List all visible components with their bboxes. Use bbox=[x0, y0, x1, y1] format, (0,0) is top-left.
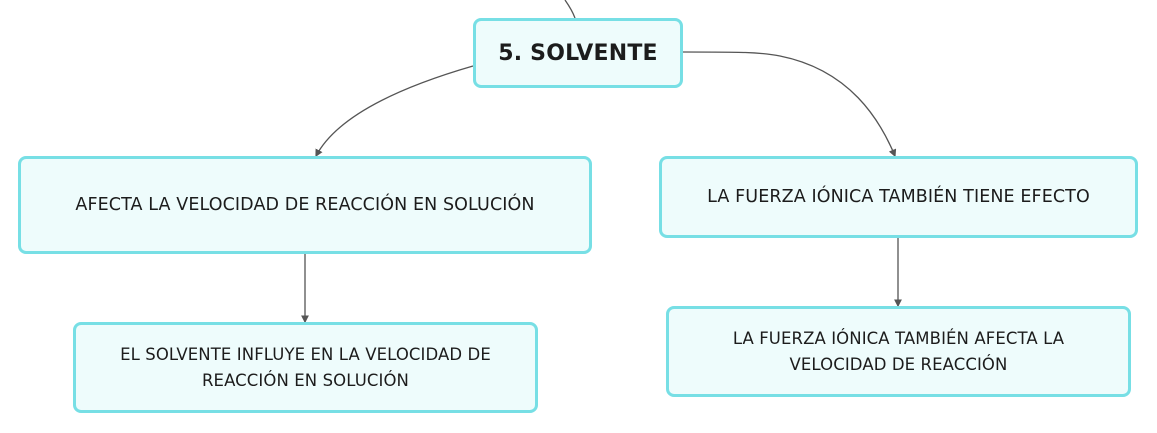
left-child-line-1: EL SOLVENTE INFLUYE EN LA VELOCIDAD DE bbox=[120, 344, 491, 364]
left-branch-label: AFECTA LA VELOCIDAD DE REACCIÓN EN SOLUC… bbox=[75, 195, 535, 215]
right-child-line-1: LA FUERZA IÓNICA TAMBIÉN AFECTA LA bbox=[732, 328, 1065, 348]
right-child-line-2: VELOCIDAD DE REACCIÓN bbox=[789, 354, 1008, 374]
connector-root-to-right bbox=[682, 51, 897, 158]
right-branch-node[interactable]: LA FUERZA IÓNICA TAMBIÉN TIENE EFECTO bbox=[659, 156, 1138, 238]
left-child-line-2: REACCIÓN EN SOLUCIÓN bbox=[201, 370, 409, 390]
connector-root-to-left bbox=[315, 65, 474, 158]
left-child-text: EL SOLVENTE INFLUYE EN LA VELOCIDAD DE R… bbox=[120, 342, 491, 394]
right-branch-label: LA FUERZA IÓNICA TAMBIÉN TIENE EFECTO bbox=[707, 187, 1090, 207]
right-child-node[interactable]: LA FUERZA IÓNICA TAMBIÉN AFECTA LA VELOC… bbox=[666, 306, 1131, 397]
root-node-label: 5. SOLVENTE bbox=[498, 40, 658, 66]
left-branch-node[interactable]: AFECTA LA VELOCIDAD DE REACCIÓN EN SOLUC… bbox=[18, 156, 592, 254]
root-node[interactable]: 5. SOLVENTE bbox=[473, 18, 683, 88]
connector-parent-to-root bbox=[564, 0, 576, 19]
left-child-node[interactable]: EL SOLVENTE INFLUYE EN LA VELOCIDAD DE R… bbox=[73, 322, 538, 413]
right-child-text: LA FUERZA IÓNICA TAMBIÉN AFECTA LA VELOC… bbox=[733, 326, 1064, 378]
